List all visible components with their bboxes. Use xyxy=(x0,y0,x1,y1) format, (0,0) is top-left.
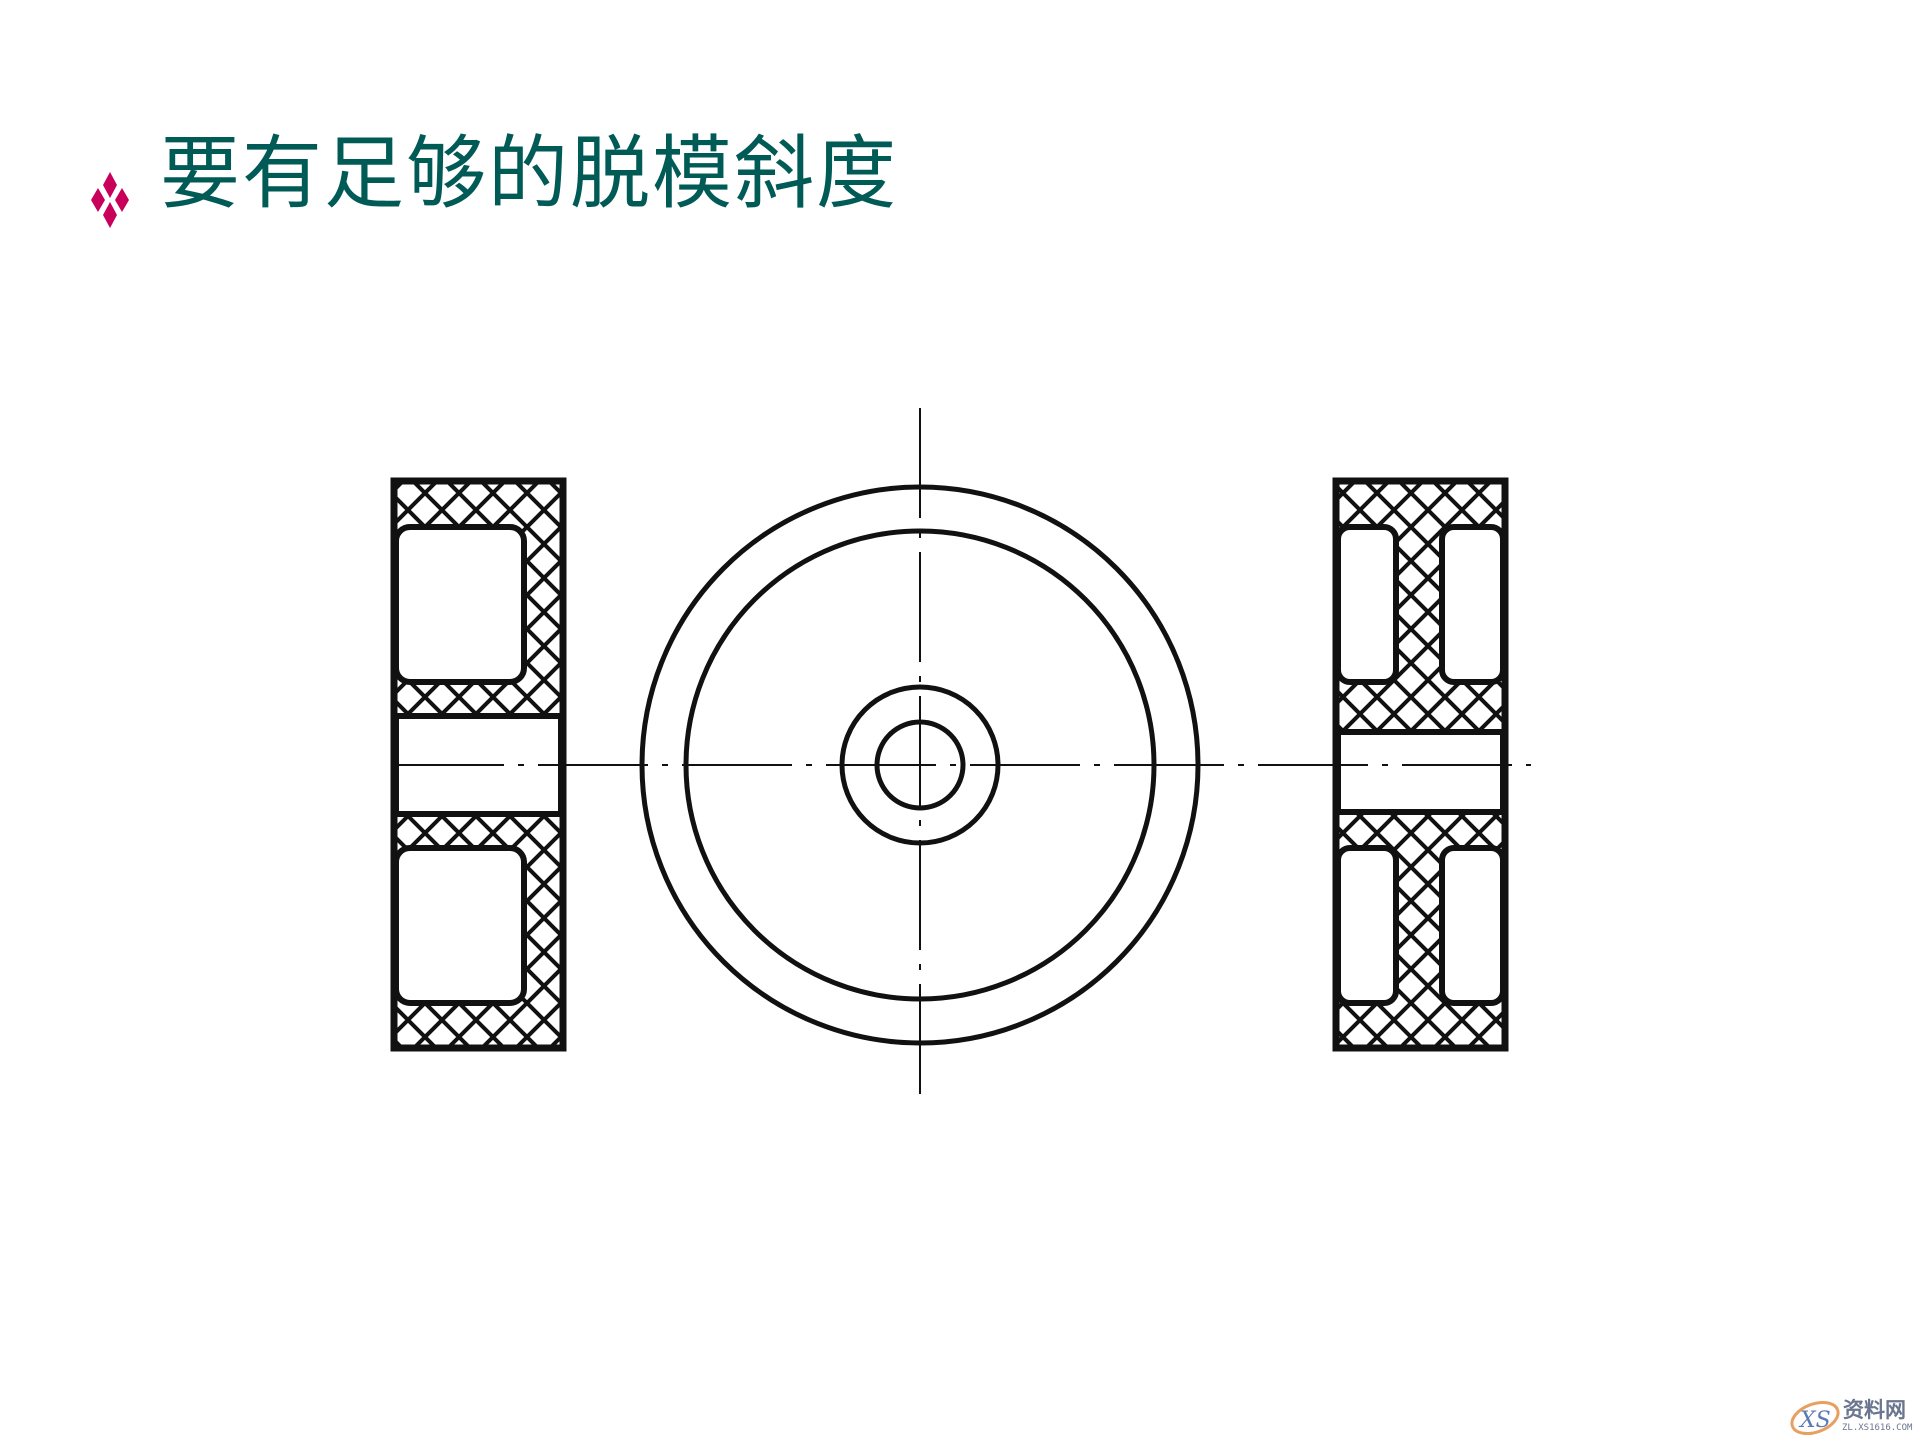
svg-text:XS: XS xyxy=(1798,1408,1831,1433)
bullet-icon xyxy=(91,172,129,228)
centerlines xyxy=(394,408,1531,1098)
watermark-url: ZL.XS1616.COM xyxy=(1842,1423,1913,1433)
watermark-name: 资料网 xyxy=(1843,1398,1906,1422)
slide-title: 要有足够的脱模斜度 xyxy=(160,127,898,220)
watermark-logo-icon: XS xyxy=(1790,1400,1840,1436)
